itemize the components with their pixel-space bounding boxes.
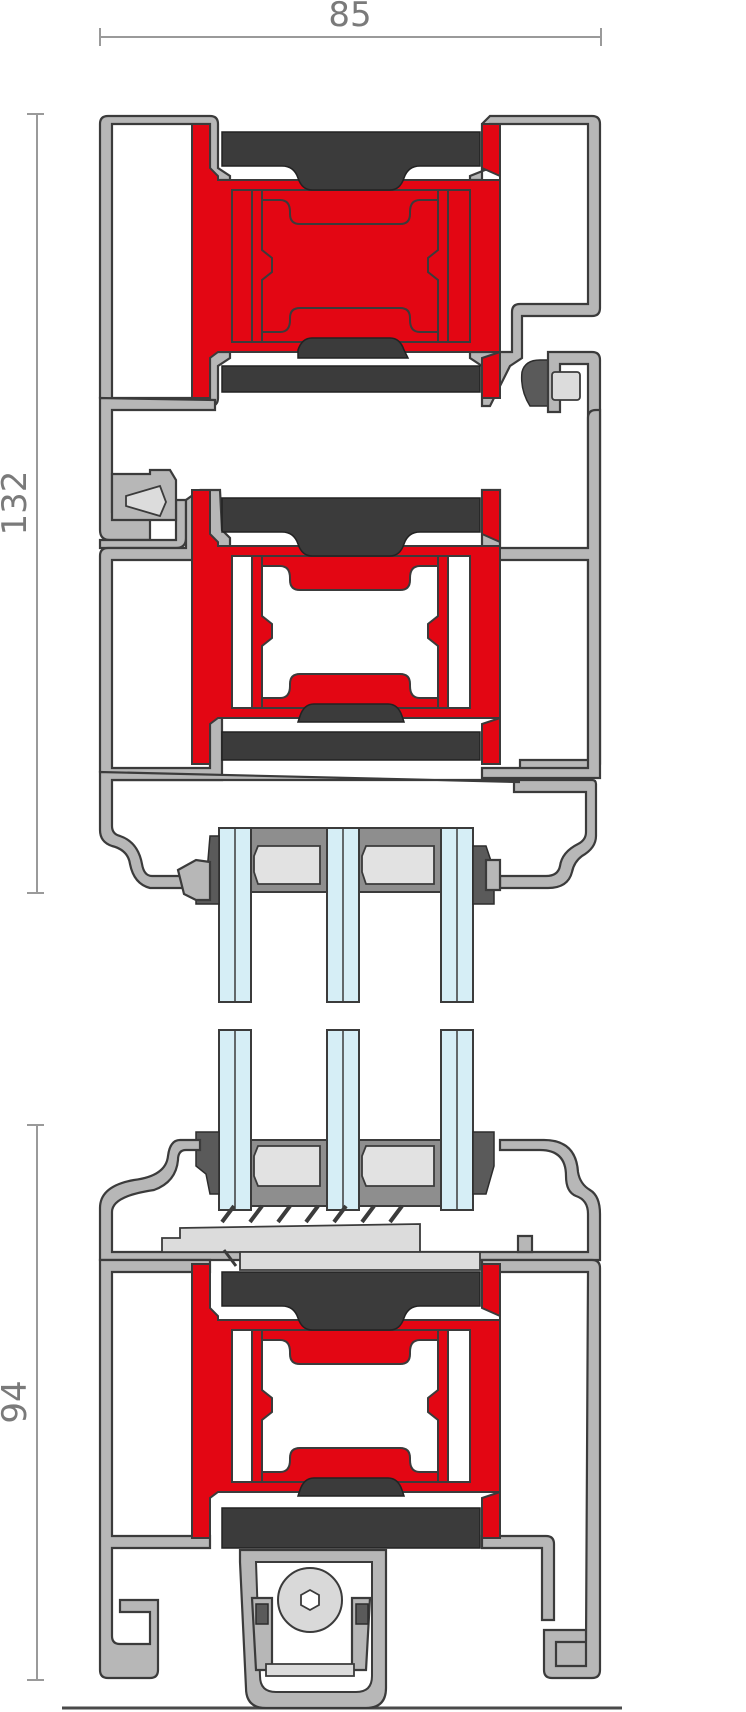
upper-left-clip — [110, 468, 178, 522]
upper-glazing-gaskets — [176, 835, 502, 905]
upper-glazing-bead — [98, 770, 598, 890]
dimension-height-upper-label: 132 — [0, 471, 35, 536]
dimension-height-upper: 132 — [0, 113, 44, 894]
lower-glazing-bead — [98, 1138, 602, 1262]
lower-glass-spacers — [250, 1139, 442, 1207]
upper-insulation-foam-1 — [221, 131, 481, 393]
upper-thermal-break-1 — [191, 123, 501, 399]
lower-glass-unit — [218, 1029, 474, 1211]
middle-thermal-break — [191, 489, 501, 765]
middle-insulation-foam — [221, 497, 481, 761]
dimension-width: 85 — [99, 0, 602, 46]
bottom-roller-housing — [238, 1548, 388, 1710]
lower-frame-shell — [98, 1258, 602, 1680]
dimension-height-lower: 94 — [0, 1124, 44, 1681]
dimension-height-lower-label: 94 — [0, 1380, 35, 1423]
lower-glazing-gaskets — [195, 1131, 495, 1195]
lower-insulation-foam — [221, 1271, 481, 1549]
upper-glass-spacers — [250, 827, 442, 893]
roller-hex-bolt-icon — [300, 1588, 320, 1612]
dimension-width-label: 85 — [328, 0, 371, 35]
lower-thermal-break — [191, 1263, 501, 1539]
lower-drainage-clips — [161, 1204, 481, 1271]
upper-glass-unit — [218, 827, 474, 1003]
